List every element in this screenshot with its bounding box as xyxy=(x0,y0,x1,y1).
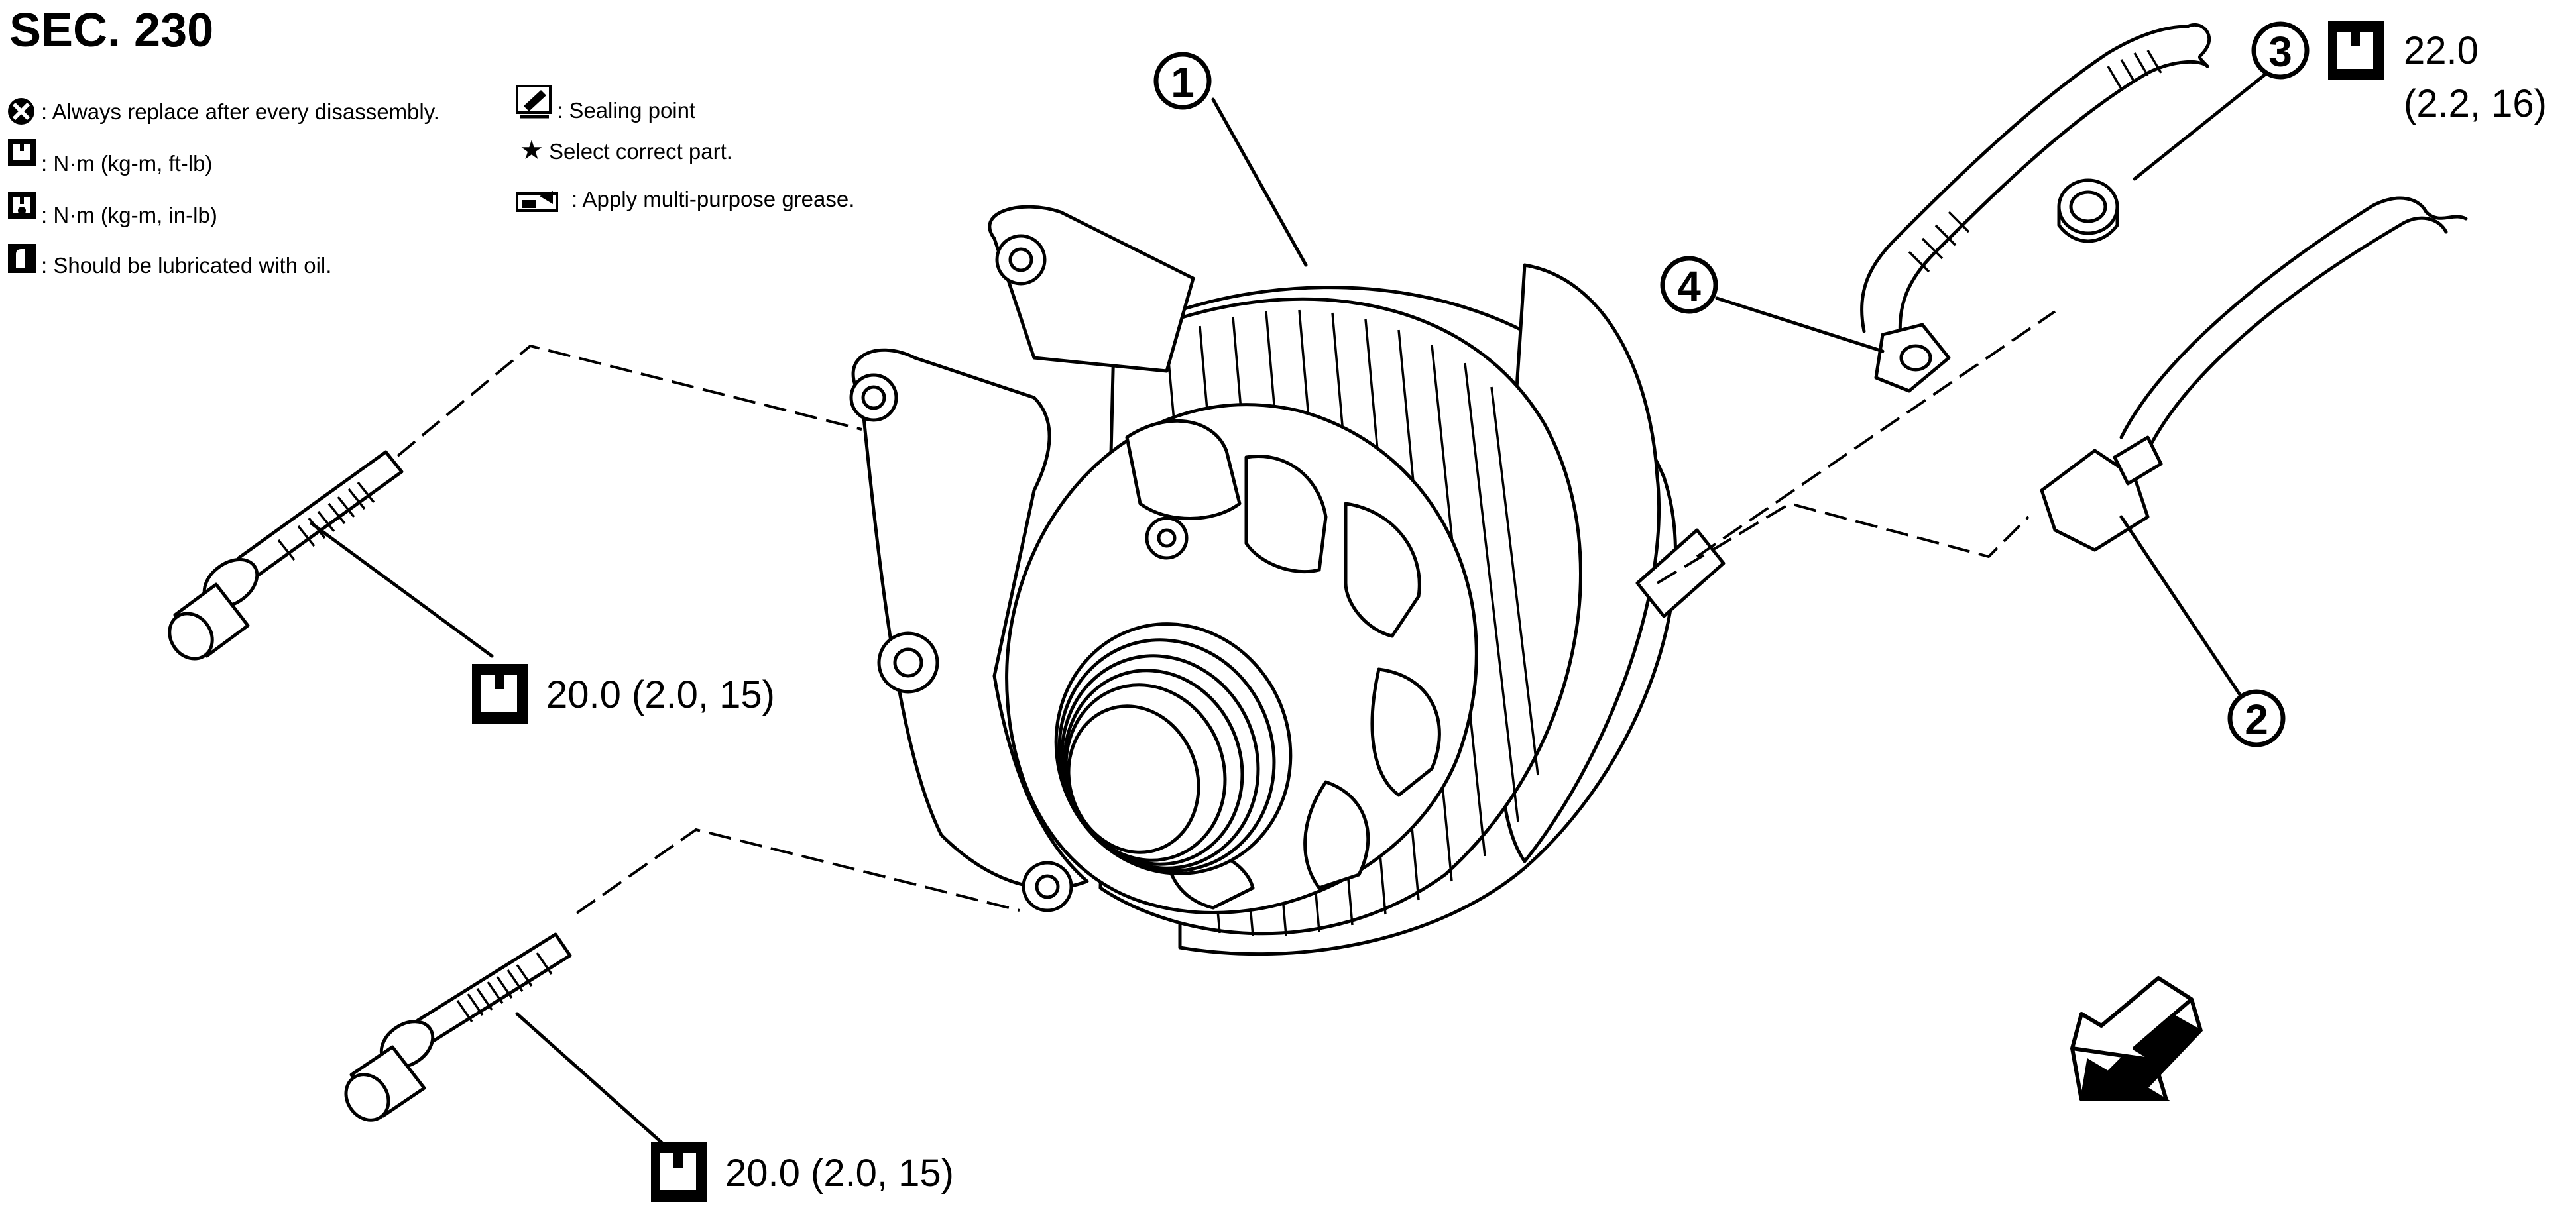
svg-text:3: 3 xyxy=(2268,28,2292,76)
section-title: SEC. 230 xyxy=(9,4,213,57)
front-direction-arrow-icon xyxy=(2070,976,2203,1101)
leader-3 xyxy=(2133,71,2269,181)
oil-can-icon xyxy=(8,244,36,273)
torque-upper-bolt: 20.0 (2.0, 15) xyxy=(546,673,775,716)
star-icon: ★ xyxy=(520,136,544,165)
torque-wrench-inlb-icon xyxy=(8,192,36,219)
callout-4: 4 xyxy=(1660,256,1718,314)
svg-text:1: 1 xyxy=(1171,58,1195,106)
legend-text-oil: : Should be lubricated with oil. xyxy=(41,253,331,278)
legend-text-torque-ftlb: : N·m (kg-m, ft-lb) xyxy=(41,151,212,176)
pulley xyxy=(1054,622,1293,875)
legend: : Always replace after every disassembly… xyxy=(8,85,854,278)
svg-text:4: 4 xyxy=(1677,262,1701,310)
torque-nut-line1: 22.0 xyxy=(2404,29,2479,72)
grease-icon xyxy=(516,191,558,212)
leader-1 xyxy=(1211,97,1308,267)
torque-wrench-icon-nut xyxy=(2328,21,2384,80)
legend-text-torque-inlb: : N·m (kg-m, in-lb) xyxy=(41,203,217,227)
torque-wrench-icon xyxy=(8,139,36,166)
leader-4 xyxy=(1715,296,1885,353)
torque-lower-bolt: 20.0 (2.0, 15) xyxy=(725,1152,954,1195)
upper-mounting-bolt xyxy=(168,344,862,661)
legend-text-select: Select correct part. xyxy=(549,139,732,164)
torque-wrench-icon-lower xyxy=(651,1142,707,1202)
legend-text-sealing: : Sealing point xyxy=(557,98,695,123)
alternator-body xyxy=(849,205,1726,956)
torque-wrench-icon-upper xyxy=(472,664,528,724)
sealing-point-icon xyxy=(516,85,552,119)
leader-2 xyxy=(2119,515,2243,698)
callout-3: 3 xyxy=(2251,21,2310,80)
harness-terminal xyxy=(1696,23,2211,558)
callout-2: 2 xyxy=(2227,689,2286,747)
legend-text-grease: : Apply multi-purpose grease. xyxy=(571,187,854,211)
legend-text-replace: : Always replace after every disassembly… xyxy=(41,99,439,124)
svg-text:2: 2 xyxy=(2245,696,2268,743)
lower-mounting-bolt xyxy=(344,828,1020,1146)
harness-connector xyxy=(1656,196,2468,584)
torque-nut-line2: (2.2, 16) xyxy=(2404,82,2547,125)
callout-1: 1 xyxy=(1153,52,1212,110)
replace-part-icon xyxy=(8,98,34,125)
